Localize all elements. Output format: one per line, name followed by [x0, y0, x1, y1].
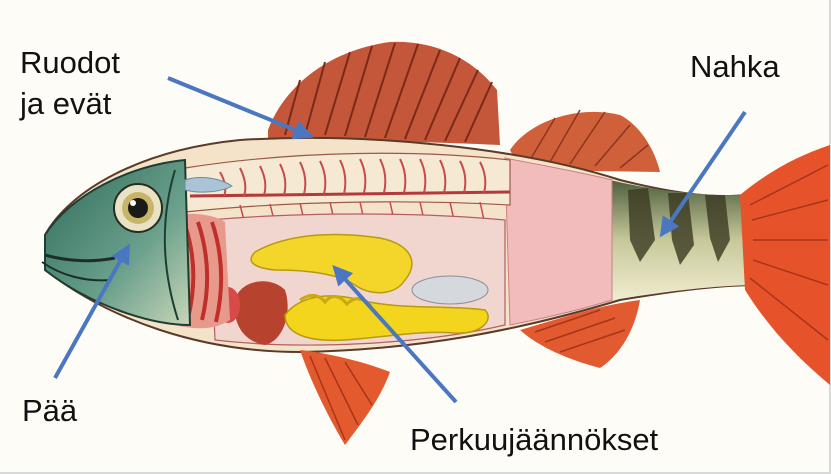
dorsal-fin — [268, 42, 500, 145]
label-ruodot-ja-evat: Ruodot ja evät — [20, 42, 120, 124]
swim-bladder — [412, 276, 488, 304]
pelvic-fin — [300, 350, 390, 445]
label-ruodot-line2: ja evät — [20, 83, 120, 124]
label-nahka: Nahka — [690, 46, 780, 87]
label-perkuujaannokset: Perkuujäännökset — [410, 419, 658, 460]
label-ruodot-line1: Ruodot — [20, 42, 120, 83]
fish-head — [45, 160, 190, 325]
eye — [114, 184, 162, 232]
label-paa: Pää — [22, 390, 77, 431]
tail-fin — [740, 145, 830, 385]
flesh-section — [505, 158, 612, 325]
